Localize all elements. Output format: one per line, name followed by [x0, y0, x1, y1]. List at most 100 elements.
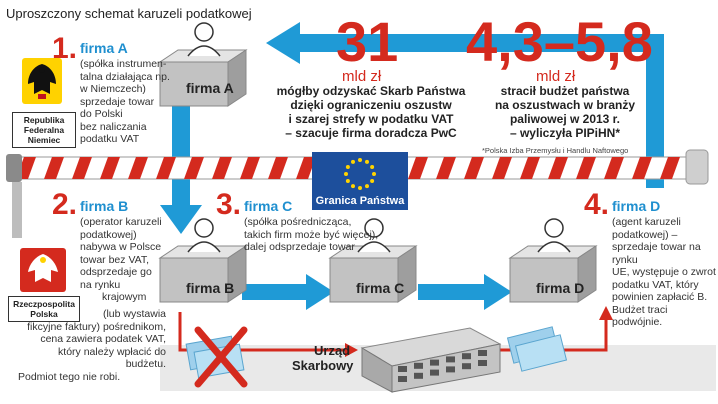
desc-line: talna działająca np. — [80, 70, 170, 83]
stat-line: mógłby odzyskać Skarb Państwa — [276, 84, 466, 98]
barrier-stripe — [464, 157, 484, 179]
building-window — [430, 359, 439, 366]
desc-line: bez naliczania — [80, 120, 147, 133]
desc-line: który należy wpłacić do budżetu. — [58, 345, 166, 371]
eu-sign — [312, 152, 408, 210]
building-window — [478, 360, 487, 366]
barrier-stripe — [632, 157, 652, 179]
building-window — [414, 372, 423, 379]
eu-star — [365, 184, 369, 189]
eu-star — [358, 186, 362, 190]
country-line: Republika — [23, 115, 65, 125]
eu-star — [345, 179, 350, 183]
return-arrow — [266, 22, 664, 188]
germany-eagle-icon — [22, 58, 62, 104]
building-window — [446, 356, 455, 363]
money-bill-icon — [185, 326, 568, 379]
barrier-stripe — [72, 157, 92, 179]
desc-line: nabywa w Polsce — [80, 241, 162, 253]
desc-line: podatku VAT, który — [612, 278, 699, 291]
step-3-description: (spółka pośrednicząca, takich firm może … — [244, 216, 394, 254]
eu-star — [370, 179, 375, 183]
step-2-name: firma B — [80, 198, 129, 214]
person-at-desk-icon — [537, 218, 571, 253]
stat-left-text: mógłby odzyskać Skarb Państwa dzięki ogr… — [268, 84, 474, 140]
country-label-germany: Republika Federalna Niemiec — [12, 112, 76, 148]
building-window — [430, 369, 439, 376]
diagram-title: Uproszczony schemat karuzeli podatkowej — [6, 6, 252, 21]
office-line: Skarbowy — [292, 358, 354, 373]
building-window — [398, 366, 407, 372]
eu-star — [351, 159, 355, 164]
stat-right-text: stracił budżet państwa na oszustwach w b… — [486, 84, 644, 140]
country-line: Polska — [30, 309, 58, 319]
step-2-number: 2. — [52, 188, 78, 221]
country-line: Rzeczpospolita — [13, 299, 75, 309]
building-window — [462, 353, 471, 360]
barrier-stripe — [128, 157, 148, 179]
person-at-desk-icon — [187, 218, 221, 253]
box-label-firma-a: firma A — [186, 80, 234, 96]
desc-line: (agent karuzeli — [612, 216, 681, 228]
barrier-stripe — [212, 157, 232, 179]
stat-left-value: 31 — [336, 10, 399, 73]
step-1-description: (spółka instrumen- talna działająca np. … — [80, 58, 172, 146]
barrier-stripe — [604, 157, 624, 179]
barrier-stripe — [436, 157, 456, 179]
barrier-stripe — [100, 157, 120, 179]
desc-line: odsprzedaje go — [80, 266, 152, 278]
firm-box — [508, 218, 598, 303]
barrier-stripe — [240, 157, 260, 179]
eu-star — [344, 172, 348, 176]
building-window — [398, 376, 407, 382]
desc-line: sprzedaje towar — [80, 95, 155, 108]
barrier-stripe — [268, 157, 288, 179]
desc-line: fikcyjne faktury) pośrednikom, — [27, 320, 166, 333]
stat-line: – wyliczyła PIPiHN* — [509, 126, 621, 140]
stat-line: dzięki ograniczeniu oszustw — [290, 98, 452, 112]
stat-line: na oszustwach w branży — [494, 98, 636, 112]
step-1-number: 1. — [52, 32, 78, 65]
barrier-stripe — [520, 157, 540, 179]
desc-line: krajowym — [102, 291, 147, 303]
desc-line: podatkowej) — [80, 228, 137, 241]
desc-line: do Polski — [80, 108, 123, 120]
stat-line: i szarej strefy w podatku VAT — [288, 112, 454, 126]
tax-office-label: Urząd Skarbowy — [292, 343, 353, 373]
tax-office-building-icon — [360, 327, 502, 393]
eu-star — [358, 158, 362, 162]
country-label-poland: Rzeczpospolita Polska — [8, 296, 80, 322]
desc-line: (spółka instrumen- — [80, 58, 167, 70]
box-label-firma-b: firma B — [186, 280, 235, 296]
barrier-stripe — [660, 157, 680, 179]
building-window — [478, 350, 487, 356]
eu-flag-icon — [344, 158, 376, 190]
step-2-description-cont: (lub wystawia fikcyjne faktury) pośredni… — [16, 308, 166, 383]
building-window — [462, 363, 471, 370]
box-label-firma-d: firma D — [536, 280, 585, 296]
desc-line: powinien zapłacić B. — [612, 291, 708, 303]
firm-box — [328, 218, 418, 303]
barrier-stripe — [44, 157, 64, 179]
building-window — [446, 366, 455, 373]
desc-line: takich firm może być więcej), — [244, 228, 379, 241]
arrow-a-to-b — [160, 104, 202, 234]
person-at-desk-icon — [187, 22, 221, 57]
building-window — [414, 362, 423, 369]
desc-line: UE, występuje o zwrot — [612, 266, 716, 278]
box-label-firma-c: firma C — [356, 280, 405, 296]
barrier-stripe — [548, 157, 568, 179]
border-label: Granica Państwa — [315, 195, 405, 207]
office-line: Urząd — [314, 343, 351, 358]
desc-line: podatkowej) – — [612, 228, 678, 241]
red-x-icon — [194, 326, 248, 388]
barrier-stripe — [296, 157, 316, 179]
barrier-stripe — [408, 157, 428, 179]
stat-right-value: 4,3–5,8 — [466, 10, 653, 73]
eu-star — [345, 165, 350, 169]
eu-star — [351, 184, 355, 189]
desc-line: cena zawiera podatek VAT, — [40, 333, 166, 345]
stat-right-footnote: *Polska Izba Przemysłu i Handlu Naftoweg… — [482, 146, 629, 155]
step-1-name: firma A — [80, 40, 128, 56]
